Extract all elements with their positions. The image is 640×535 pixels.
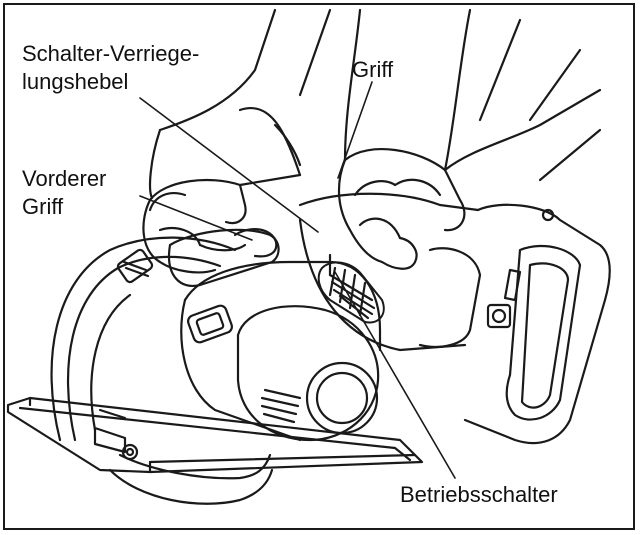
blade-guard [50,236,272,480]
leader-front-handle [139,195,253,241]
left-arm-sleeve [148,8,332,200]
motor-housing [180,260,382,442]
right-arm-sleeve [343,8,602,182]
rear-handle-body [298,192,482,352]
saw-blade [108,468,274,505]
depth-adjust-knob [116,248,154,284]
battery-pack [463,203,611,445]
base-screws [93,408,139,461]
label-switch-lock-lever-line1: Schalter-Verriege- [22,41,200,66]
label-handle: Griff [352,57,394,82]
leader-trigger [334,271,456,479]
label-switch-lock-lever-line2: lungshebel [22,69,129,94]
label-front-handle-line2: Griff [22,194,64,219]
diagram-border [3,3,635,530]
label-front-handle-line1: Vorderer [22,166,107,191]
front-handle [167,228,280,288]
label-trigger-switch: Betriebsschalter [400,482,558,507]
leader-switch-lock [139,97,319,233]
left-hand [142,173,302,274]
leader-handle [337,81,373,179]
guard-lever [187,304,233,344]
leader-lines [139,81,456,479]
